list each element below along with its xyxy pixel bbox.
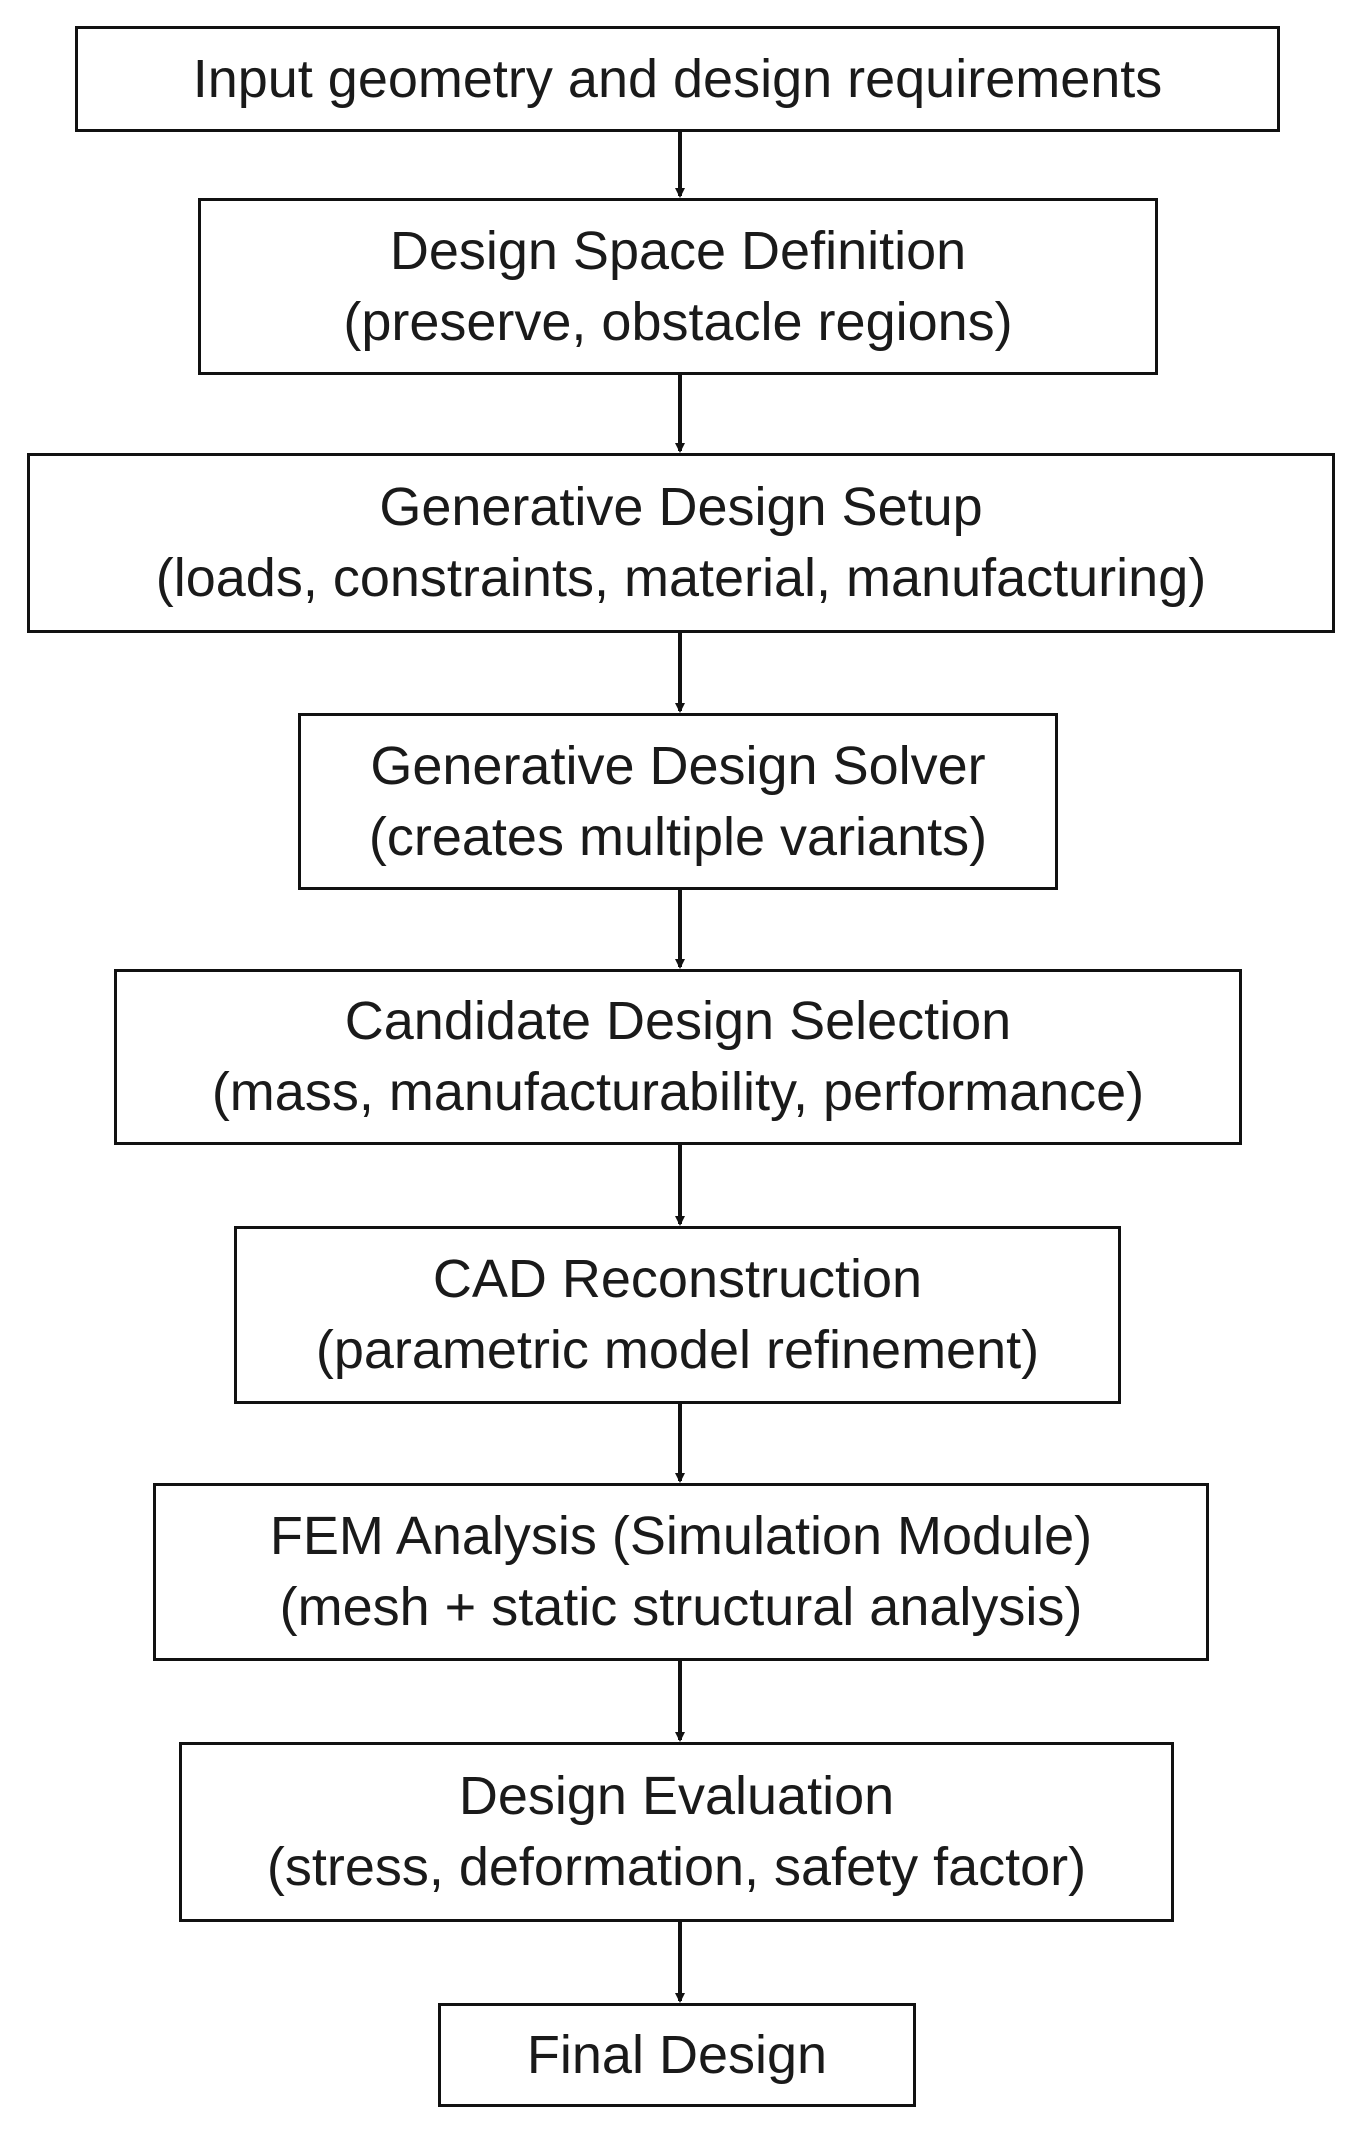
step-fem-analysis-detail: (mesh + static structural analysis) [279, 1577, 1083, 1637]
step-input-geometry-title: Input geometry and design requirements [192, 48, 1163, 109]
step-design-evaluation-detail: (stress, deformation, safety factor) [266, 1837, 1087, 1897]
step-input-geometry: Input geometry and design requirements [75, 26, 1280, 132]
step-candidate-design-selection-detail: (mass, manufacturability, performance) [211, 1062, 1145, 1122]
step-final-design-title: Final Design [526, 2024, 828, 2085]
step-generative-design-solver-detail: (creates multiple variants) [368, 806, 988, 867]
step-fem-analysis: FEM Analysis (Simulation Module) (mesh +… [153, 1483, 1209, 1661]
step-generative-design-setup-detail: (loads, constraints, material, manufactu… [155, 548, 1207, 608]
step-fem-analysis-title: FEM Analysis (Simulation Module) [269, 1506, 1093, 1566]
step-candidate-design-selection-title: Candidate Design Selection [344, 991, 1012, 1051]
step-generative-design-setup-title: Generative Design Setup [379, 477, 983, 537]
step-generative-design-solver: Generative Design Solver (creates multip… [298, 713, 1058, 890]
step-cad-reconstruction-title: CAD Reconstruction [432, 1249, 923, 1309]
step-design-space-definition-detail: (preserve, obstacle regions) [343, 291, 1013, 352]
step-design-evaluation-title: Design Evaluation [458, 1766, 895, 1826]
step-final-design: Final Design [438, 2003, 916, 2107]
step-design-space-definition: Design Space Definition (preserve, obsta… [198, 198, 1158, 375]
step-generative-design-setup: Generative Design Setup (loads, constrai… [27, 453, 1335, 633]
step-design-space-definition-title: Design Space Definition [389, 220, 967, 281]
step-design-evaluation: Design Evaluation (stress, deformation, … [179, 1742, 1174, 1922]
step-generative-design-solver-title: Generative Design Solver [370, 735, 986, 796]
step-cad-reconstruction-detail: (parametric model refinement) [315, 1320, 1040, 1380]
step-cad-reconstruction: CAD Reconstruction (parametric model ref… [234, 1226, 1121, 1404]
step-candidate-design-selection: Candidate Design Selection (mass, manufa… [114, 969, 1242, 1145]
